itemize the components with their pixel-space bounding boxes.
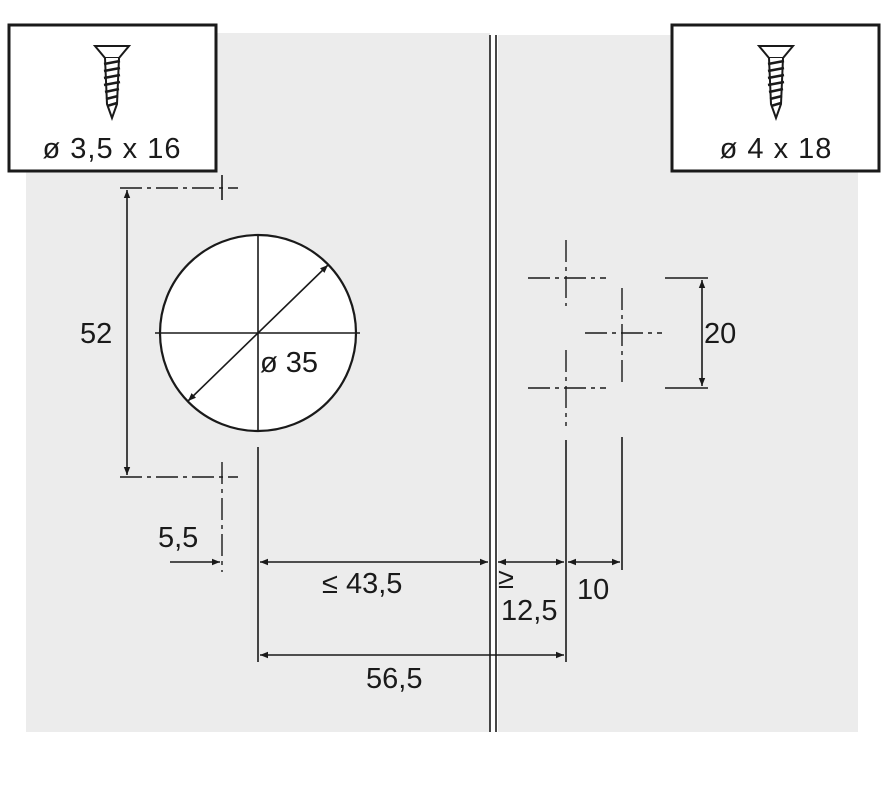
diameter-arrow xyxy=(187,264,329,402)
label-cup-spacing: 52 xyxy=(80,318,112,350)
label-plate-hole-spacing: 20 xyxy=(704,318,736,350)
screw-box-left: ø 3,5 x 16 xyxy=(7,23,218,173)
label-plate-min: 12,5 xyxy=(501,595,557,627)
screw-icon xyxy=(92,45,132,121)
label-plate-min-symbol: ≥ xyxy=(498,563,514,595)
screw-box-right: ø 4 x 18 xyxy=(670,23,881,173)
screw-size-left: ø 3,5 x 16 xyxy=(43,133,182,165)
label-cup-to-edge: ≤ 43,5 xyxy=(322,568,402,600)
label-cup-diameter: ø 35 xyxy=(260,347,318,379)
screw-size-right: ø 4 x 18 xyxy=(720,133,833,165)
label-plate-offset: 10 xyxy=(577,574,609,606)
screw-icon xyxy=(756,45,796,121)
label-screw-offset: 5,5 xyxy=(158,522,198,554)
label-total: 56,5 xyxy=(366,663,422,695)
